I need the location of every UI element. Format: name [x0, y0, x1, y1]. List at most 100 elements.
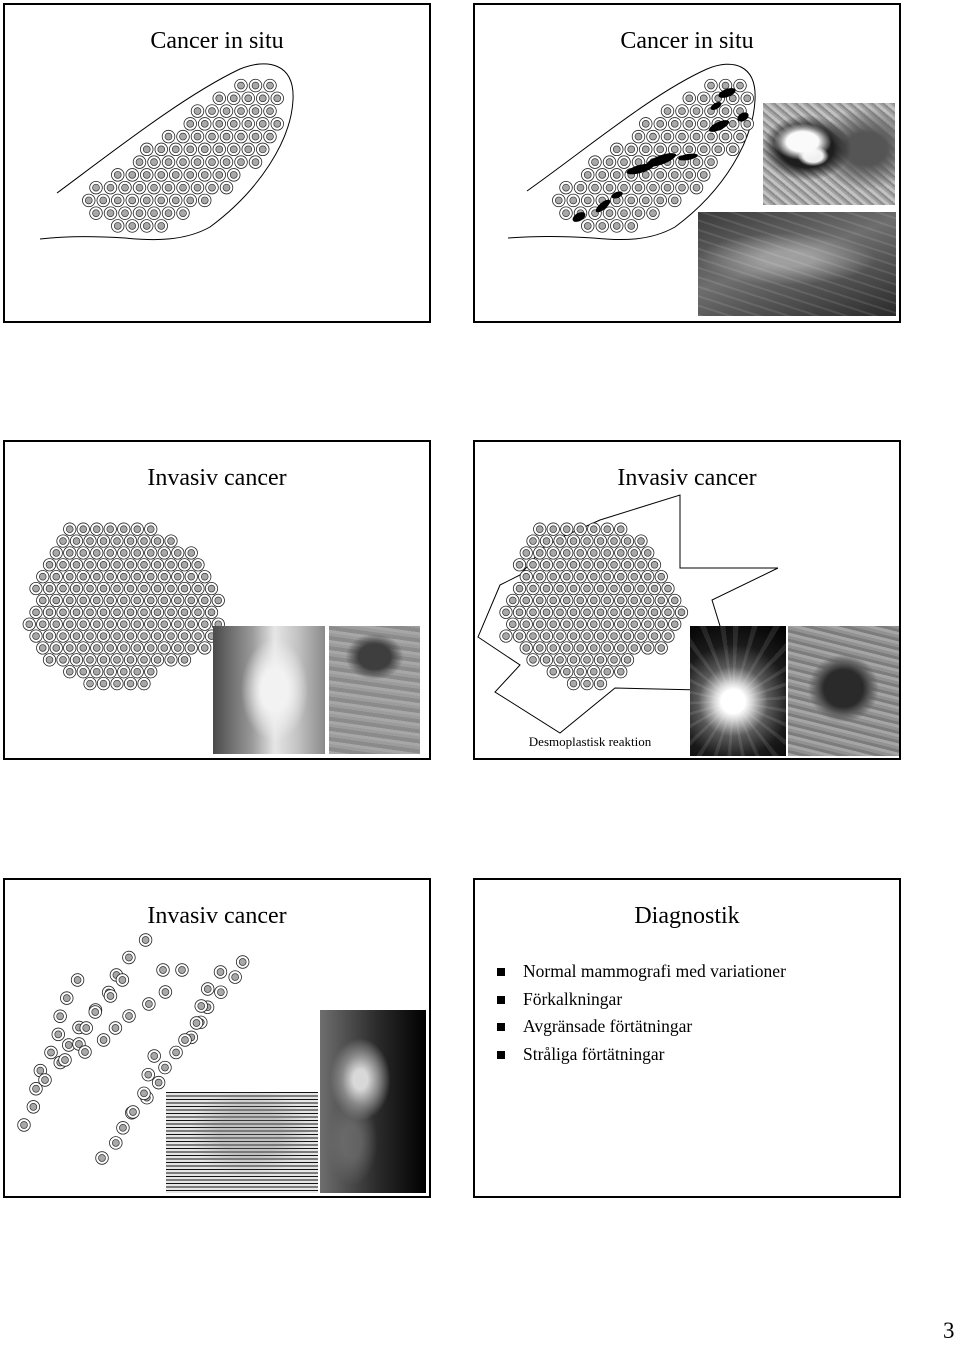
cell: [154, 219, 168, 233]
slide-title: Cancer in situ: [620, 28, 754, 54]
slide-caption: Desmoplastisk reaktion: [528, 734, 652, 749]
cell: [42, 558, 57, 572]
cell: [96, 1033, 111, 1047]
cell: [718, 129, 733, 144]
cell: [647, 629, 662, 643]
cell: [227, 168, 241, 182]
cell: [83, 534, 97, 548]
cell: [740, 91, 754, 106]
cell: [270, 117, 284, 131]
cell: [526, 653, 540, 667]
slide-title: Diagnostik: [634, 903, 740, 929]
cell: [137, 653, 151, 667]
cell: [512, 558, 527, 572]
cell: [620, 558, 635, 572]
cell: [718, 104, 733, 118]
cell: [631, 129, 646, 144]
cell: [546, 617, 560, 631]
cell: [96, 629, 111, 643]
calcification: [708, 120, 730, 132]
cell: [138, 933, 153, 947]
cell: [234, 78, 248, 93]
bullet-item: Normal mammografi med variationer: [497, 958, 786, 986]
cell: [147, 155, 161, 169]
cell: [560, 641, 574, 655]
cell: [641, 641, 655, 655]
cell: [675, 180, 689, 195]
cell: [111, 193, 125, 208]
cell: [116, 1121, 130, 1135]
cell: [512, 581, 527, 596]
cell: [164, 629, 178, 643]
calcification: [645, 153, 677, 167]
cell: [83, 653, 97, 667]
cell: [617, 180, 631, 195]
cell: [533, 570, 547, 584]
cell: [610, 168, 624, 182]
cell: [89, 206, 103, 220]
cell: [117, 546, 131, 560]
cell: [610, 142, 624, 157]
cell: [176, 155, 190, 169]
cell: [533, 641, 547, 655]
cell: [711, 142, 725, 157]
cell: [248, 155, 263, 169]
cell: [156, 963, 170, 977]
bullet-item: Avgränsade förtätningar: [497, 1013, 786, 1041]
cell: [58, 1053, 72, 1067]
cell: [69, 534, 84, 548]
cell: [90, 641, 104, 655]
cell: [176, 129, 190, 144]
cell: [552, 193, 566, 208]
cell: [219, 155, 234, 169]
cell: [553, 534, 567, 548]
cell: [76, 546, 90, 560]
cell: [607, 558, 621, 572]
slide-5: Invasiv cancer: [3, 878, 431, 1198]
cell: [560, 546, 574, 560]
cell: [566, 653, 581, 667]
cell-cluster: [82, 78, 284, 233]
cell: [526, 605, 540, 619]
cell: [600, 522, 614, 536]
cell: [184, 546, 198, 560]
cell: [697, 91, 711, 106]
cell: [190, 180, 205, 195]
cell: [154, 193, 168, 208]
cell: [117, 570, 131, 584]
cell: [137, 629, 151, 643]
cell: [194, 999, 208, 1013]
cell: [546, 641, 560, 655]
cell: [177, 581, 192, 596]
cell: [201, 982, 215, 996]
cell: [140, 168, 154, 182]
cell: [111, 219, 125, 233]
calcifications: [572, 88, 749, 222]
cell: [668, 117, 682, 131]
cell: [56, 653, 70, 667]
cell: [682, 168, 696, 182]
cell: [190, 129, 205, 144]
cell: [263, 78, 277, 93]
cell: [602, 206, 617, 220]
mammogram-image: [690, 626, 786, 756]
cell: [161, 129, 176, 144]
cell: [123, 534, 138, 548]
cell: [76, 593, 90, 608]
cell: [634, 605, 648, 619]
cell: [125, 168, 139, 182]
cell: [593, 677, 608, 691]
cell: [580, 653, 594, 667]
cell: [668, 193, 682, 208]
cell: [248, 78, 263, 93]
cell: [661, 629, 675, 643]
cell: [519, 593, 533, 608]
cell: [118, 206, 132, 220]
cell: [607, 534, 621, 548]
cell: [103, 522, 117, 536]
cell: [560, 570, 574, 584]
cell: [593, 629, 608, 643]
cell: [51, 1027, 65, 1042]
cell: [654, 593, 668, 608]
cell: [214, 985, 228, 999]
